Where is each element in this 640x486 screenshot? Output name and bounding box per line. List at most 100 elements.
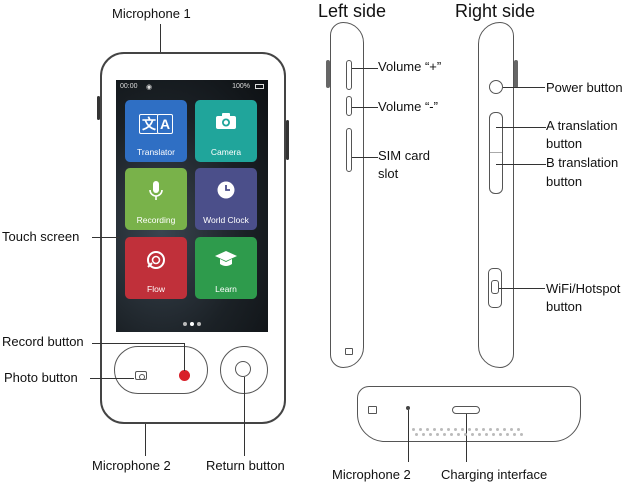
graduation-cap-icon xyxy=(195,249,257,275)
label-a-translation-line2: button xyxy=(546,136,583,151)
grill-dot xyxy=(485,433,488,436)
leader-line xyxy=(499,288,545,289)
grill-dot xyxy=(468,428,471,431)
grill-dot xyxy=(419,428,422,431)
grill-dot xyxy=(450,433,453,436)
label-sim-line1: SIM card xyxy=(378,148,431,163)
photo-button[interactable] xyxy=(135,371,147,380)
right-side-notch xyxy=(514,60,518,88)
status-bar: 00:00 ◉ 100% xyxy=(120,83,264,95)
right-side-heading: Right side xyxy=(455,1,536,21)
leader-line xyxy=(352,68,378,69)
label-sim-line2: slot xyxy=(378,166,399,181)
app-tile-learn[interactable]: Learn xyxy=(195,237,257,299)
pager-dot xyxy=(190,322,194,326)
grill-dot xyxy=(440,428,443,431)
label-touch-screen: Touch screen xyxy=(2,229,80,244)
app-tile-world-clock[interactable]: World Clock xyxy=(195,168,257,230)
label-wifi-line2: button xyxy=(546,299,583,314)
label-volume-minus: Volume “-” xyxy=(378,99,438,114)
grill-dot xyxy=(510,428,513,431)
grill-dot xyxy=(429,433,432,436)
grill-dot xyxy=(471,433,474,436)
grill-dot xyxy=(478,433,481,436)
app-tile-recording[interactable]: Recording xyxy=(125,168,187,230)
left-side-port xyxy=(345,348,353,355)
grill-dot xyxy=(503,428,506,431)
left-side-notch xyxy=(326,60,330,88)
leader-line xyxy=(92,237,120,238)
grill-dot xyxy=(426,428,429,431)
leader-line xyxy=(352,157,378,158)
grill-dot xyxy=(520,433,523,436)
grill-dot xyxy=(422,433,425,436)
volume-minus-key[interactable] xyxy=(346,96,352,116)
leader-line xyxy=(90,378,134,379)
label-b-translation-line1: B translation xyxy=(546,155,619,170)
grill-dot xyxy=(447,428,450,431)
front-right-key xyxy=(286,120,289,160)
record-button[interactable] xyxy=(179,370,190,381)
battery-icon xyxy=(255,84,264,89)
label-power-button: Power button xyxy=(546,80,623,95)
grill-dot xyxy=(443,433,446,436)
leader-line xyxy=(503,87,545,88)
label-microphone-2-bottom: Microphone 2 xyxy=(332,467,411,482)
status-time: 00:00 xyxy=(120,83,138,90)
leader-line xyxy=(160,24,161,52)
grill-dot xyxy=(496,428,499,431)
pager-dot xyxy=(183,322,187,326)
right-side-view xyxy=(478,22,514,368)
grill-dot xyxy=(506,433,509,436)
wifi-switch-knob xyxy=(491,280,499,294)
wifi-icon: ◉ xyxy=(146,84,153,91)
leader-line xyxy=(92,343,184,344)
rocker-divider xyxy=(490,152,502,153)
leader-line xyxy=(408,410,409,462)
return-button-ring xyxy=(235,361,251,377)
grill-dot xyxy=(461,428,464,431)
camera-icon xyxy=(195,112,257,136)
grill-dot xyxy=(436,433,439,436)
label-microphone-1: Microphone 1 xyxy=(112,6,191,21)
leader-line xyxy=(466,414,467,462)
charging-port xyxy=(452,406,480,414)
leader-line xyxy=(244,377,245,456)
left-side-heading: Left side xyxy=(318,1,387,21)
grill-dot xyxy=(464,433,467,436)
grill-dot xyxy=(412,428,415,431)
leader-line xyxy=(496,164,546,165)
label-a-translation-line1: A translation xyxy=(546,118,618,133)
grill-dot xyxy=(482,428,485,431)
grill-dot xyxy=(489,428,492,431)
label-record-button: Record button xyxy=(2,334,84,349)
flow-icon xyxy=(125,249,187,277)
left-side-view xyxy=(330,22,364,368)
grill-dot xyxy=(457,433,460,436)
microphone-icon xyxy=(125,180,187,208)
grill-dot xyxy=(517,428,520,431)
record-photo-pill xyxy=(114,346,208,394)
label-microphone-2-front: Microphone 2 xyxy=(92,458,171,473)
app-tile-flow[interactable]: Flow xyxy=(125,237,187,299)
pager-dot xyxy=(197,322,201,326)
grill-dot xyxy=(475,428,478,431)
grill-dot xyxy=(454,428,457,431)
label-b-translation-line2: button xyxy=(546,174,583,189)
clock-icon xyxy=(195,180,257,206)
app-tile-camera[interactable]: Camera xyxy=(195,100,257,162)
label-photo-button: Photo button xyxy=(4,370,78,385)
volume-plus-key[interactable] xyxy=(346,60,352,90)
label-volume-plus: Volume “+” xyxy=(378,59,442,74)
grill-dot xyxy=(513,433,516,436)
leader-line xyxy=(352,107,378,108)
sim-card-slot[interactable] xyxy=(346,128,352,172)
grill-dot xyxy=(433,428,436,431)
bottom-mic-hole xyxy=(406,406,410,410)
label-wifi-line1: WiFi/Hotspot xyxy=(546,281,621,296)
power-button[interactable] xyxy=(489,80,503,94)
front-left-key xyxy=(97,96,100,120)
label-return-button: Return button xyxy=(206,458,285,473)
